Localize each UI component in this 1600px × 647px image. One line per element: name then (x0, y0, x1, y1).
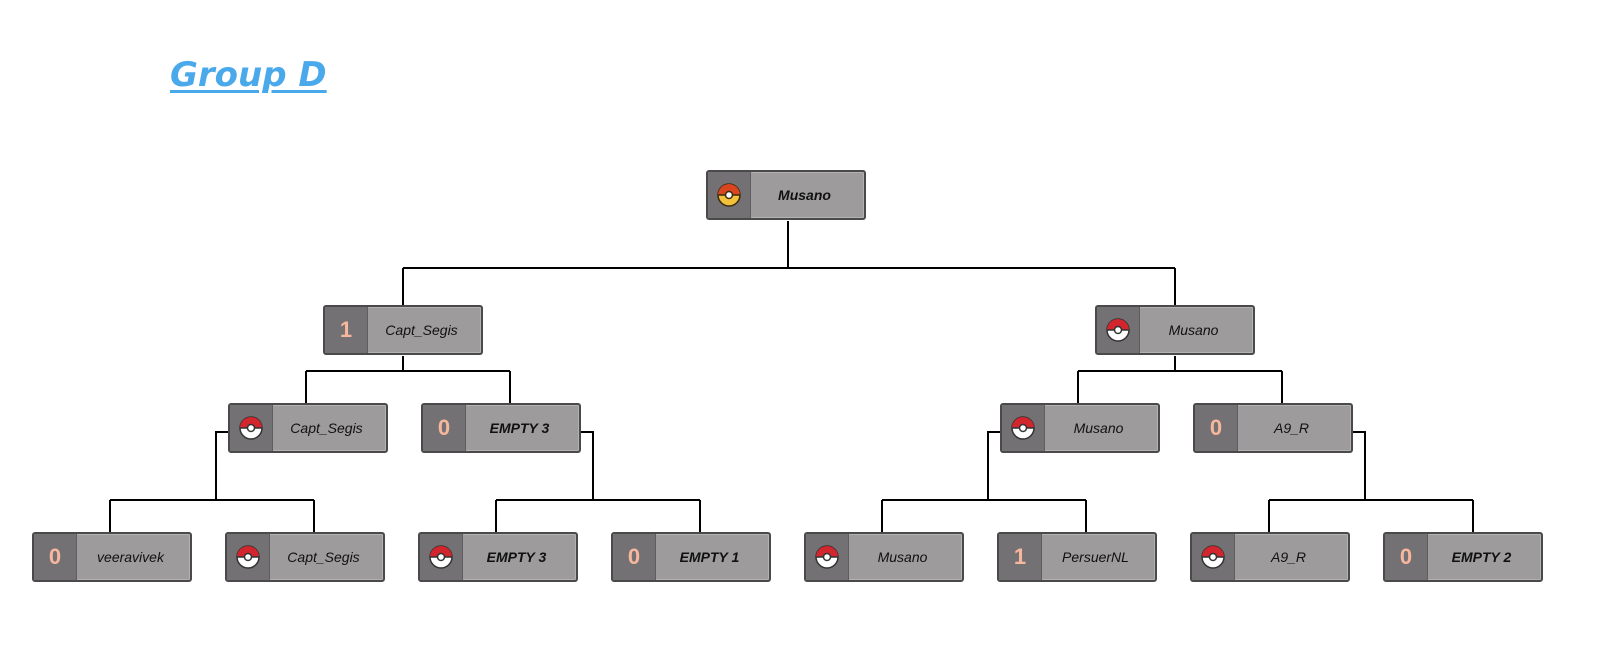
pokeball-icon (1201, 545, 1225, 569)
bracket-slot-quarter-4: 0 A9_R (1193, 403, 1353, 453)
score: 0 (48, 544, 62, 569)
player-name: Capt_Segis (385, 322, 458, 338)
connector-final (402, 221, 1176, 306)
pokeball-icon (239, 416, 263, 440)
score: 0 (437, 415, 451, 440)
connector-semi-right (1077, 356, 1283, 404)
player-name: Capt_Segis (287, 549, 360, 565)
slot-marker: 0 (423, 405, 466, 451)
bracket-slot-round1-8: 0 EMPTY 2 (1383, 532, 1543, 582)
bracket-slot-round1-1: 0 veeravivek (32, 532, 192, 582)
player-name: Musano (877, 549, 928, 565)
player-name: Musano (1168, 322, 1219, 338)
score: 0 (1399, 544, 1413, 569)
connector-semi-left (305, 356, 511, 404)
slot-marker: 0 (1385, 534, 1428, 580)
bracket-slot-round1-2: Capt_Segis (225, 532, 385, 582)
bracket-slot-semi-right: Musano (1095, 305, 1255, 355)
score: 1 (1013, 544, 1027, 569)
bracket-slot-round1-7: A9_R (1190, 532, 1350, 582)
slot-marker: 0 (613, 534, 656, 580)
slot-marker (708, 172, 751, 218)
slot-marker (227, 534, 270, 580)
slot-marker (1192, 534, 1235, 580)
bracket-slot-quarter-2: 0 EMPTY 3 (421, 403, 581, 453)
bracket-slot-round1-4: 0 EMPTY 1 (611, 532, 771, 582)
player-name: veeravivek (97, 549, 164, 565)
slot-marker: 0 (34, 534, 77, 580)
slot-marker (230, 405, 273, 451)
bracket-slot-quarter-1: Capt_Segis (228, 403, 388, 453)
player-name: Musano (778, 187, 831, 203)
slot-marker: 1 (999, 534, 1042, 580)
player-name: Musano (1073, 420, 1124, 436)
slot-marker: 0 (1195, 405, 1238, 451)
slot-marker: 1 (325, 307, 368, 353)
slot-marker (806, 534, 849, 580)
slot-marker (420, 534, 463, 580)
bracket-slot-quarter-3: Musano (1000, 403, 1160, 453)
slot-marker (1097, 307, 1140, 353)
player-name: EMPTY 3 (486, 549, 547, 565)
bracket-slot-round1-6: 1 PersuerNL (997, 532, 1157, 582)
score: 0 (627, 544, 641, 569)
player-name: A9_R (1273, 420, 1310, 436)
connector-quarter-4 (1268, 431, 1474, 533)
connector-quarter-1 (109, 431, 315, 533)
player-name: EMPTY 2 (1451, 549, 1512, 565)
score: 1 (339, 317, 353, 342)
pokeball-icon (1011, 416, 1035, 440)
pokeball-icon (429, 545, 453, 569)
bracket-slot-final: Musano (706, 170, 866, 220)
player-name: EMPTY 3 (489, 420, 550, 436)
bracket-slot-round1-5: Musano (804, 532, 964, 582)
group-title: Group D (170, 55, 327, 95)
score: 0 (1209, 415, 1223, 440)
bracket-slot-semi-left: 1 Capt_Segis (323, 305, 483, 355)
connector-quarter-2 (495, 431, 701, 533)
pokeball-icon (1106, 318, 1130, 342)
pokeball-icon (815, 545, 839, 569)
slot-marker (1002, 405, 1045, 451)
player-name: EMPTY 1 (679, 549, 740, 565)
player-name: Capt_Segis (290, 420, 363, 436)
player-name: A9_R (1270, 549, 1307, 565)
connector-quarter-3 (881, 431, 1087, 533)
bracket-slot-round1-3: EMPTY 3 (418, 532, 578, 582)
player-name: PersuerNL (1062, 549, 1129, 565)
gold-ball-icon (717, 183, 741, 207)
pokeball-icon (236, 545, 260, 569)
